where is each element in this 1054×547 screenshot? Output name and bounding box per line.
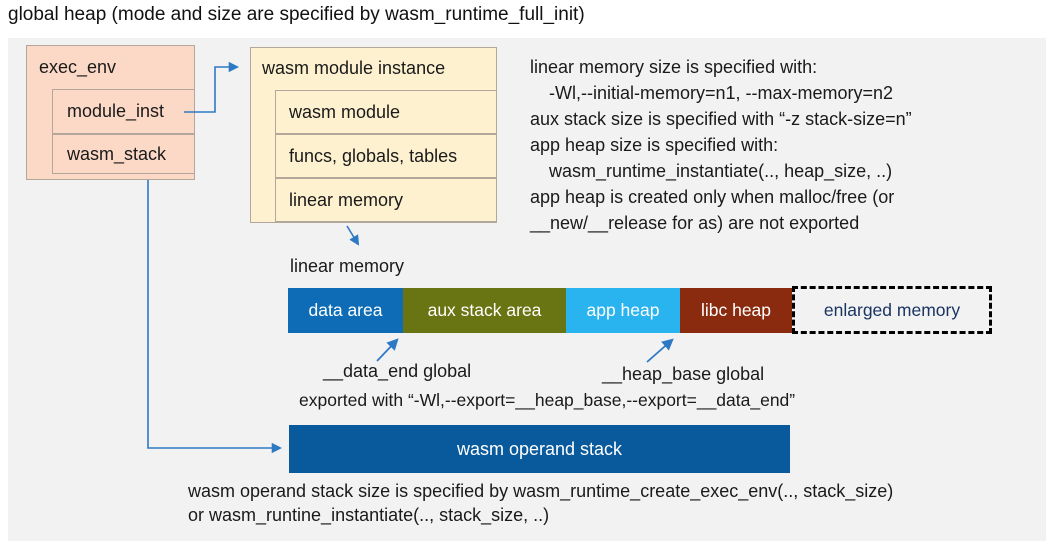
note-line: app heap size is specified with: bbox=[530, 135, 779, 155]
note-line: app heap is created only when malloc/fre… bbox=[530, 187, 895, 207]
exec-env-field-module-inst: module_inst bbox=[52, 89, 195, 134]
segment-libc-heap: libc heap bbox=[680, 288, 792, 333]
module-instance-field-linear-memory: linear memory bbox=[275, 178, 497, 222]
segment-aux-stack-area: aux stack area bbox=[403, 288, 566, 333]
note-line: wasm operand stack size is specified by … bbox=[188, 481, 894, 501]
linear-memory-label: linear memory bbox=[290, 256, 405, 276]
data-end-global-label: __data_end global bbox=[323, 361, 472, 381]
note-line: or wasm_runtine_instantiate(.., stack_si… bbox=[188, 505, 550, 525]
exec-env-title: exec_env bbox=[39, 56, 117, 77]
exec-env-field-wasm-stack: wasm_stack bbox=[52, 134, 195, 174]
memory-size-notes: linear memory size is specified with: -W… bbox=[530, 54, 1046, 236]
segment-app-heap: app heap bbox=[566, 288, 680, 333]
diagram-title: global heap (mode and size are specified… bbox=[8, 4, 585, 25]
note-line: -Wl,--initial-memory=n1, --max-memory=n2 bbox=[549, 83, 894, 103]
note-line: linear memory size is specified with: bbox=[530, 57, 818, 77]
note-line: __new/__release for as) are not exported bbox=[530, 213, 860, 233]
export-note-label: exported with “-Wl,--export=__heap_base,… bbox=[299, 390, 796, 410]
note-line: wasm_runtime_instantiate(.., heap_size, … bbox=[549, 161, 893, 181]
heap-base-global-label: __heap_base global bbox=[602, 364, 765, 384]
wasm-operand-stack-bar: wasm operand stack bbox=[289, 425, 790, 473]
module-instance-field-wasm-module: wasm module bbox=[275, 90, 497, 134]
module-instance-title: wasm module instance bbox=[262, 58, 446, 78]
segment-enlarged-memory: enlarged memory bbox=[792, 286, 992, 334]
module-instance-field-funcs-globals-tables: funcs, globals, tables bbox=[275, 134, 497, 178]
segment-data-area: data area bbox=[288, 288, 403, 333]
note-line: aux stack size is specified with “-z sta… bbox=[530, 109, 912, 129]
operand-stack-notes: wasm operand stack size is specified by … bbox=[188, 479, 893, 527]
